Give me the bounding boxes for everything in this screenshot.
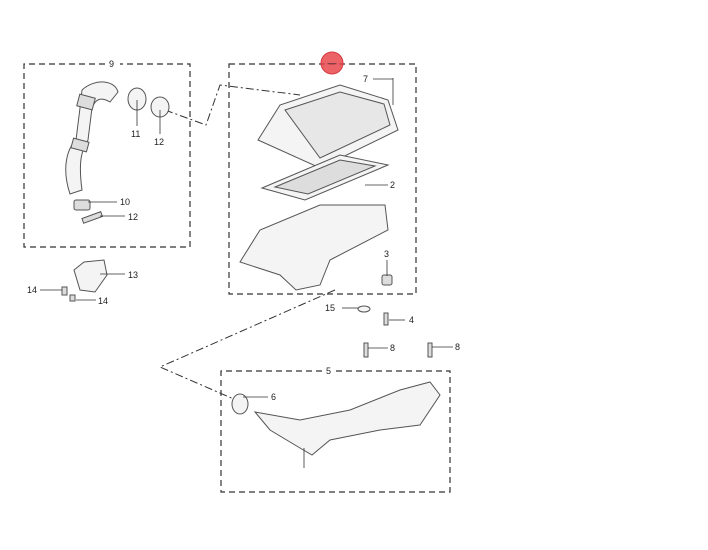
part-14-screw-left — [61, 286, 68, 296]
intake-hose — [65, 81, 119, 195]
callout-5[interactable]: 5 — [326, 366, 331, 376]
part-8-bolt-left — [363, 342, 369, 358]
leader-lines — [40, 78, 453, 398]
callout-14-right[interactable]: 14 — [98, 296, 108, 306]
hotspot-marker[interactable]: — — [320, 51, 344, 75]
callout-7[interactable]: 7 — [363, 74, 368, 84]
callout-3[interactable]: 3 — [384, 249, 389, 259]
callout-11[interactable]: 11 — [131, 129, 140, 139]
part-10-ring — [73, 199, 91, 211]
callout-2[interactable]: 2 — [390, 180, 395, 190]
callout-10[interactable]: 10 — [120, 197, 130, 207]
group-box-9 — [23, 63, 191, 248]
callout-4[interactable]: 4 — [409, 315, 414, 325]
cover-ribs — [284, 91, 391, 159]
filter-media — [273, 159, 377, 195]
connector-line-bottom — [158, 289, 336, 401]
callout-8-left[interactable]: 8 — [390, 343, 395, 353]
connector-line-top — [164, 84, 301, 126]
part-8-bolt-right — [427, 342, 433, 358]
part-3-grommet — [381, 274, 393, 286]
callout-14-left[interactable]: 14 — [27, 285, 37, 295]
callout-9[interactable]: 9 — [109, 59, 114, 69]
part-15-washer — [357, 305, 371, 313]
part-13-bracket — [73, 259, 108, 293]
callout-15[interactable]: 15 — [325, 303, 335, 313]
callout-12-top[interactable]: 12 — [154, 137, 164, 147]
hotspot-marker-label: — — [328, 58, 337, 68]
callout-6[interactable]: 6 — [271, 392, 276, 402]
callout-8-right[interactable]: 8 — [455, 342, 460, 352]
air-cleaner-housing — [239, 204, 389, 291]
part-4-pin — [383, 312, 389, 326]
part-6-clamp — [231, 393, 249, 415]
part-5-intake-duct — [253, 381, 441, 456]
callout-12-bottom[interactable]: 12 — [128, 212, 138, 222]
part-12-clamp-bottom — [81, 211, 104, 224]
callout-13[interactable]: 13 — [128, 270, 138, 280]
group-box-5 — [220, 370, 451, 493]
part-14-screw-right — [69, 294, 76, 302]
